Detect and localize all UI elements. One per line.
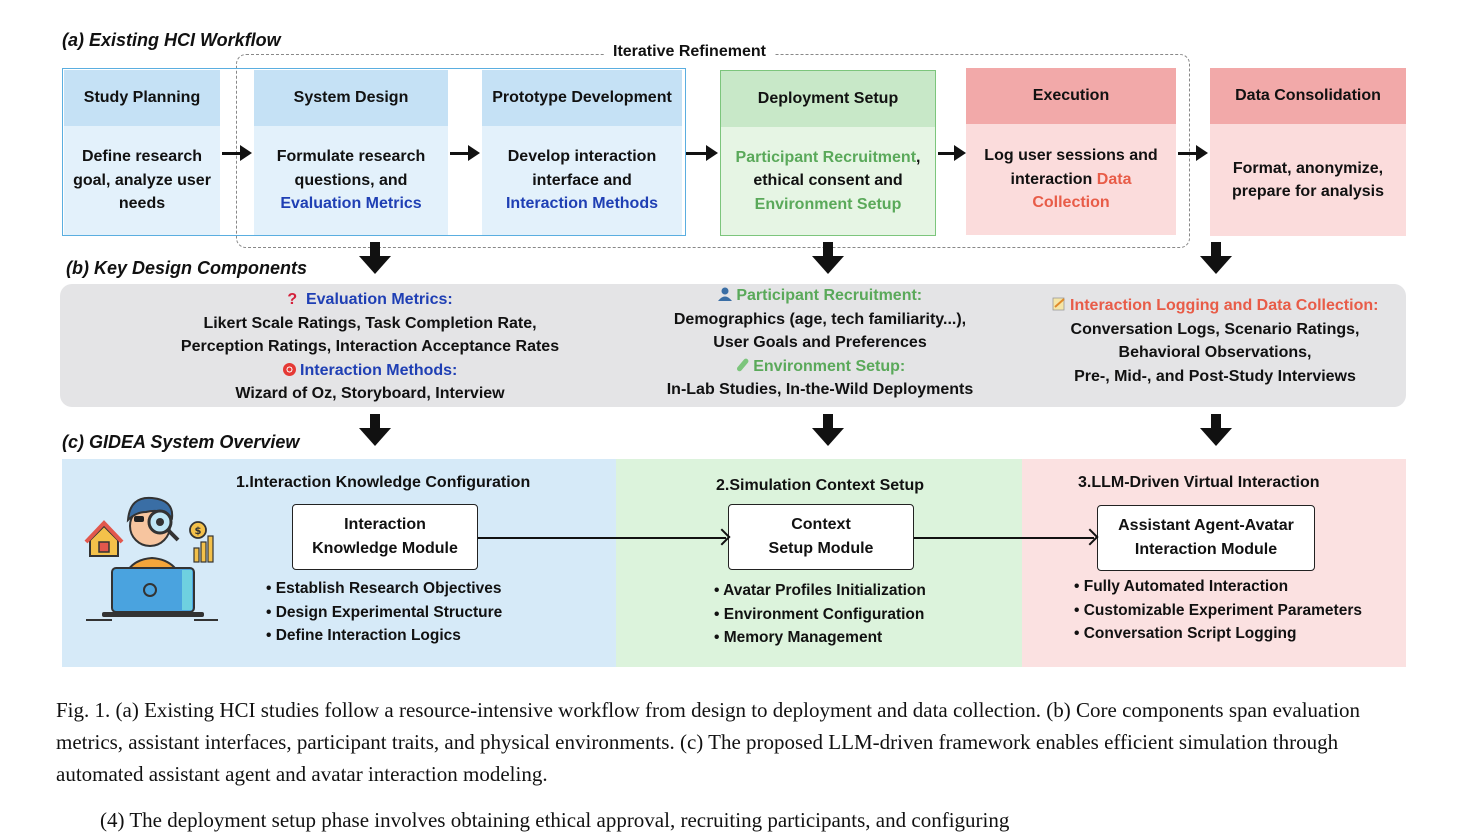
bullet-item: • Environment Configuration [714, 605, 925, 623]
body-text-line: (4) The deployment setup phase involves … [100, 808, 1010, 832]
step-study-planning: Study Planning Define research goal, ana… [64, 70, 220, 235]
arrow-right-icon [938, 145, 966, 161]
component-text: User Goals and Preferences [713, 334, 927, 351]
panel-title: 3.LLM-Driven Virtual Interaction [1078, 474, 1320, 491]
evaluation-metrics-highlight: Evaluation Metrics [280, 195, 422, 213]
arrow-right-icon [222, 145, 252, 161]
panel-title: 1.Interaction Knowledge Configuration [236, 474, 531, 491]
step-header: Execution [966, 68, 1176, 124]
bullet-item: • Design Experimental Structure [266, 603, 503, 621]
module-label: Knowledge Module [312, 540, 458, 557]
component-text: Pre-, Mid-, and Post-Study Interviews [1074, 367, 1356, 385]
bullet-item: • Avatar Profiles Initialization [714, 582, 926, 599]
arrow-right-icon [1178, 145, 1208, 161]
design-group-border [62, 68, 686, 236]
component-text: Perception Ratings, Interaction Acceptan… [180, 338, 560, 355]
step-header: Study Planning [64, 70, 220, 126]
section-b-title: (b) Key Design Components [66, 258, 308, 278]
module-label: Interaction Module [1134, 541, 1278, 558]
module-label: Setup Module [768, 540, 874, 557]
bullet-item: • Define Interaction Logics [266, 627, 461, 644]
arrow-down-icon [812, 414, 844, 446]
memo-icon [1052, 295, 1066, 311]
arrow-down-icon [359, 242, 391, 274]
panel-bullets: • Establish Research Objectives • Design… [266, 577, 502, 648]
participant-recruitment-highlight: Participant Recruitment [735, 148, 917, 166]
panel-bullets: • Fully Automated Interaction • Customiz… [1074, 575, 1362, 646]
interaction-methods-highlight: Interaction Methods [505, 195, 658, 213]
step-header: Prototype Development [482, 70, 682, 126]
arrow-right-icon [450, 145, 480, 161]
question-icon: ? [287, 291, 298, 308]
component-heading: Interaction Logging and Data Collection: [1070, 297, 1379, 314]
target-icon [282, 362, 296, 376]
arrow-right-icon [686, 145, 718, 161]
agent-avatar-interaction-module: Assistant Agent-Avatar Interaction Modul… [1097, 505, 1315, 571]
bullet-item: • Fully Automated Interaction [1074, 578, 1289, 595]
step-body-text: Log user sessions and interaction [984, 147, 1158, 188]
step-header: Deployment Setup [721, 71, 935, 127]
step-body-text: , ethical consent and [753, 148, 921, 190]
component-text: In-Lab Studies, In-the-Wild Deployments [666, 381, 974, 398]
component-text: Likert Scale Ratings, Task Completion Ra… [203, 314, 537, 332]
bullet-item: • Establish Research Objectives [266, 580, 502, 597]
step-body: Log user sessions and interaction Data C… [966, 124, 1176, 235]
environment-setup-highlight: Environment Setup [754, 195, 902, 213]
arrow-down-icon [812, 242, 844, 274]
arrow-down-icon [1200, 414, 1232, 446]
iterative-label: Iterative Refinement [605, 43, 774, 61]
participant-environment-block: Participant Recruitment: Demographics (a… [640, 284, 1000, 402]
connector-arrow-icon [914, 537, 1094, 539]
step-system-design: System Design Formulate research questio… [254, 70, 448, 235]
data-collection-highlight: Data Collection [1032, 170, 1132, 212]
component-text: Behavioral Observations, [1118, 344, 1312, 361]
logging-block: Interaction Logging and Data Collection:… [1030, 294, 1400, 388]
component-text: Wizard of Oz, Storyboard, Interview [235, 385, 505, 402]
bullet-item: • Memory Management [714, 629, 883, 646]
step-prototype-development: Prototype Development Develop interactio… [482, 70, 682, 235]
module-label: Interaction [344, 516, 426, 533]
module-label: Context [791, 516, 851, 533]
panel-bullets: • Avatar Profiles Initialization • Envir… [714, 579, 926, 650]
section-a-title: (a) Existing HCI Workflow [62, 30, 281, 50]
component-heading: Environment Setup: [753, 357, 906, 375]
interaction-knowledge-module: Interaction Knowledge Module [292, 504, 478, 570]
bullet-item: • Conversation Script Logging [1074, 625, 1297, 642]
component-heading: Evaluation Metrics: [305, 291, 453, 308]
step-body: Define research goal, analyze user needs [64, 126, 220, 235]
step-body-text: Formulate research questions, and [276, 148, 426, 189]
arrow-down-icon [1200, 242, 1232, 274]
step-header: Data Consolidation [1210, 68, 1406, 124]
step-header: System Design [254, 70, 448, 126]
step-deployment-setup: Deployment Setup Participant Recruitment… [720, 70, 936, 236]
step-body-text: Develop interaction interface and [507, 148, 657, 189]
component-heading: Interaction Methods: [300, 361, 458, 379]
connector-arrow-icon [478, 537, 726, 539]
section-c-title: (c) GIDEA System Overview [62, 432, 300, 452]
module-label: Assistant Agent-Avatar [1118, 517, 1294, 534]
arrow-down-icon [359, 414, 391, 446]
key-components-band [60, 284, 1406, 407]
component-text: Conversation Logs, Scenario Ratings, [1070, 320, 1360, 338]
person-icon [717, 285, 732, 301]
bullet-item: • Customizable Experiment Parameters [1074, 601, 1362, 619]
researcher-illustration: $ [82, 478, 222, 628]
panel-title: 2.Simulation Context Setup [716, 477, 925, 494]
test-tube-icon [735, 356, 749, 371]
evaluation-methods-block: ? Evaluation Metrics: Likert Scale Ratin… [160, 288, 580, 406]
context-setup-module: Context Setup Module [728, 504, 914, 570]
svg-text:$: $ [195, 526, 202, 537]
figure-caption: Fig. 1. (a) Existing HCI studies follow … [56, 698, 1361, 786]
step-execution: Execution Log user sessions and interact… [966, 68, 1176, 235]
component-text: Demographics (age, tech familiarity...), [673, 310, 967, 328]
step-body: Format, anonymize, prepare for analysis [1210, 124, 1406, 236]
step-body: Participant Recruitment, ethical consent… [721, 127, 935, 235]
component-heading: Participant Recruitment: [736, 287, 923, 304]
step-data-consolidation: Data Consolidation Format, anonymize, pr… [1210, 68, 1406, 236]
